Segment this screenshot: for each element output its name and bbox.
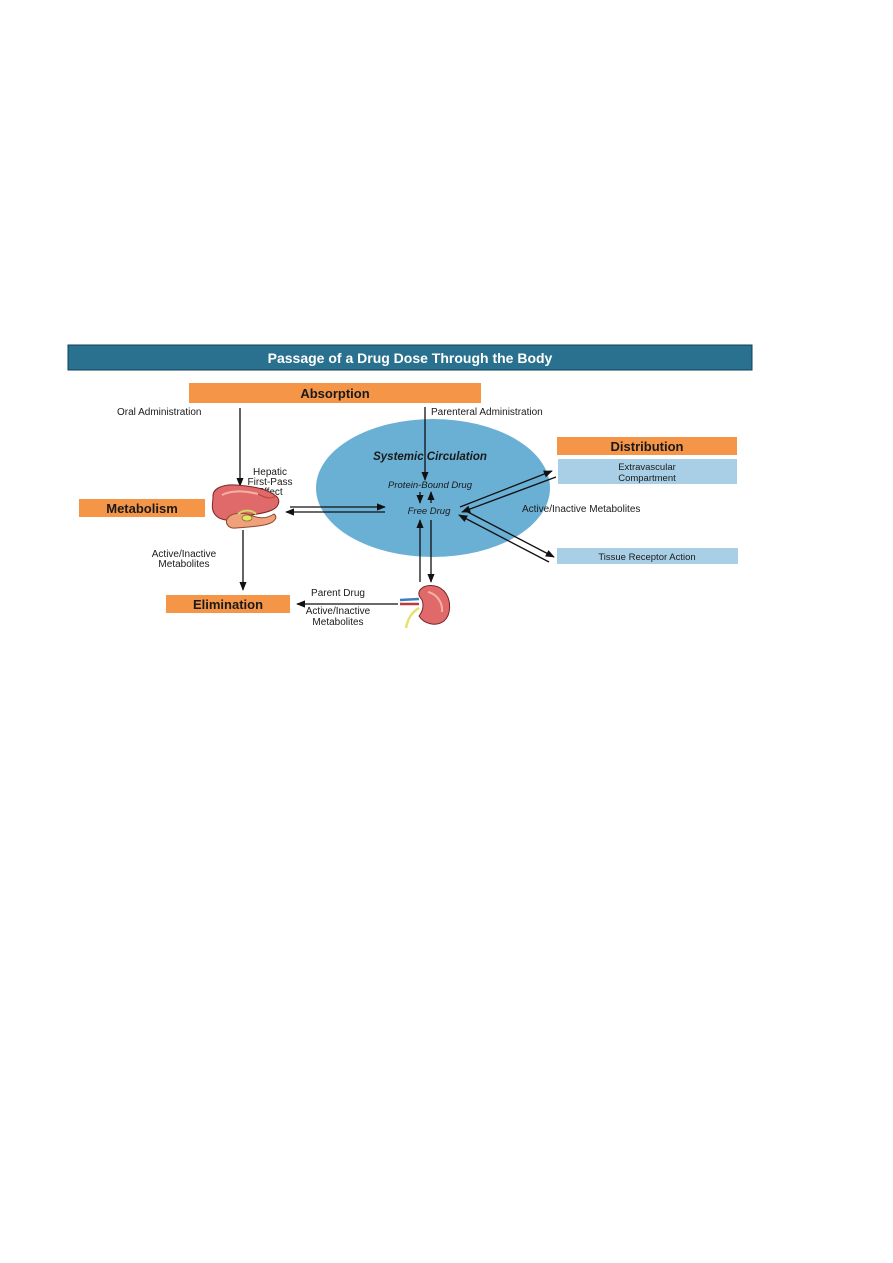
tissue-receptor-box <box>557 548 738 564</box>
hepatic-line2: First-Pass <box>248 477 293 488</box>
title-bar <box>67 344 753 371</box>
arrow-free-to-extravascular <box>459 470 553 508</box>
elimination-box <box>166 595 290 613</box>
oral-administration-label: Oral Administration <box>117 407 201 418</box>
elimination-label: Elimination <box>193 597 263 612</box>
arrow-extravascular-to-free <box>461 476 557 513</box>
parent-drug-label: Parent Drug <box>311 588 365 599</box>
hepatic-line1: Hepatic <box>253 467 287 478</box>
distribution-box <box>557 437 737 455</box>
kidney-icon <box>399 585 451 629</box>
protein-bound-drug-label: Protein-Bound Drug <box>388 480 473 491</box>
systemic-circulation-ellipse <box>316 419 550 557</box>
tissue-receptor-label: Tissue Receptor Action <box>598 552 695 563</box>
metabolites-left-line1: Active/Inactive <box>152 549 217 560</box>
metabolism-label: Metabolism <box>106 501 178 516</box>
metabolism-box <box>79 499 205 517</box>
arrow-free-to-tissue-receptor <box>463 509 555 558</box>
metabolites-left-line2: Metabolites <box>158 559 209 570</box>
extravascular-line2: Compartment <box>618 473 676 484</box>
distribution-label: Distribution <box>611 439 684 454</box>
metabolites-kidney-line1: Active/Inactive <box>306 606 371 617</box>
extravascular-line1: Extravascular <box>618 462 676 473</box>
absorption-box <box>189 383 481 403</box>
diagram-title: Passage of a Drug Dose Through the Body <box>268 350 553 366</box>
free-drug-label: Free Drug <box>408 506 451 517</box>
metabolites-kidney-line2: Metabolites <box>312 617 363 628</box>
parenteral-administration-label: Parenteral Administration <box>431 407 543 418</box>
arrow-tissue-receptor-to-free <box>458 514 550 563</box>
extravascular-compartment-box <box>558 459 737 484</box>
metabolites-right-label: Active/Inactive Metabolites <box>522 504 640 515</box>
absorption-label: Absorption <box>300 386 369 401</box>
systemic-circulation-label: Systemic Circulation <box>373 451 487 463</box>
liver-icon <box>211 484 280 529</box>
